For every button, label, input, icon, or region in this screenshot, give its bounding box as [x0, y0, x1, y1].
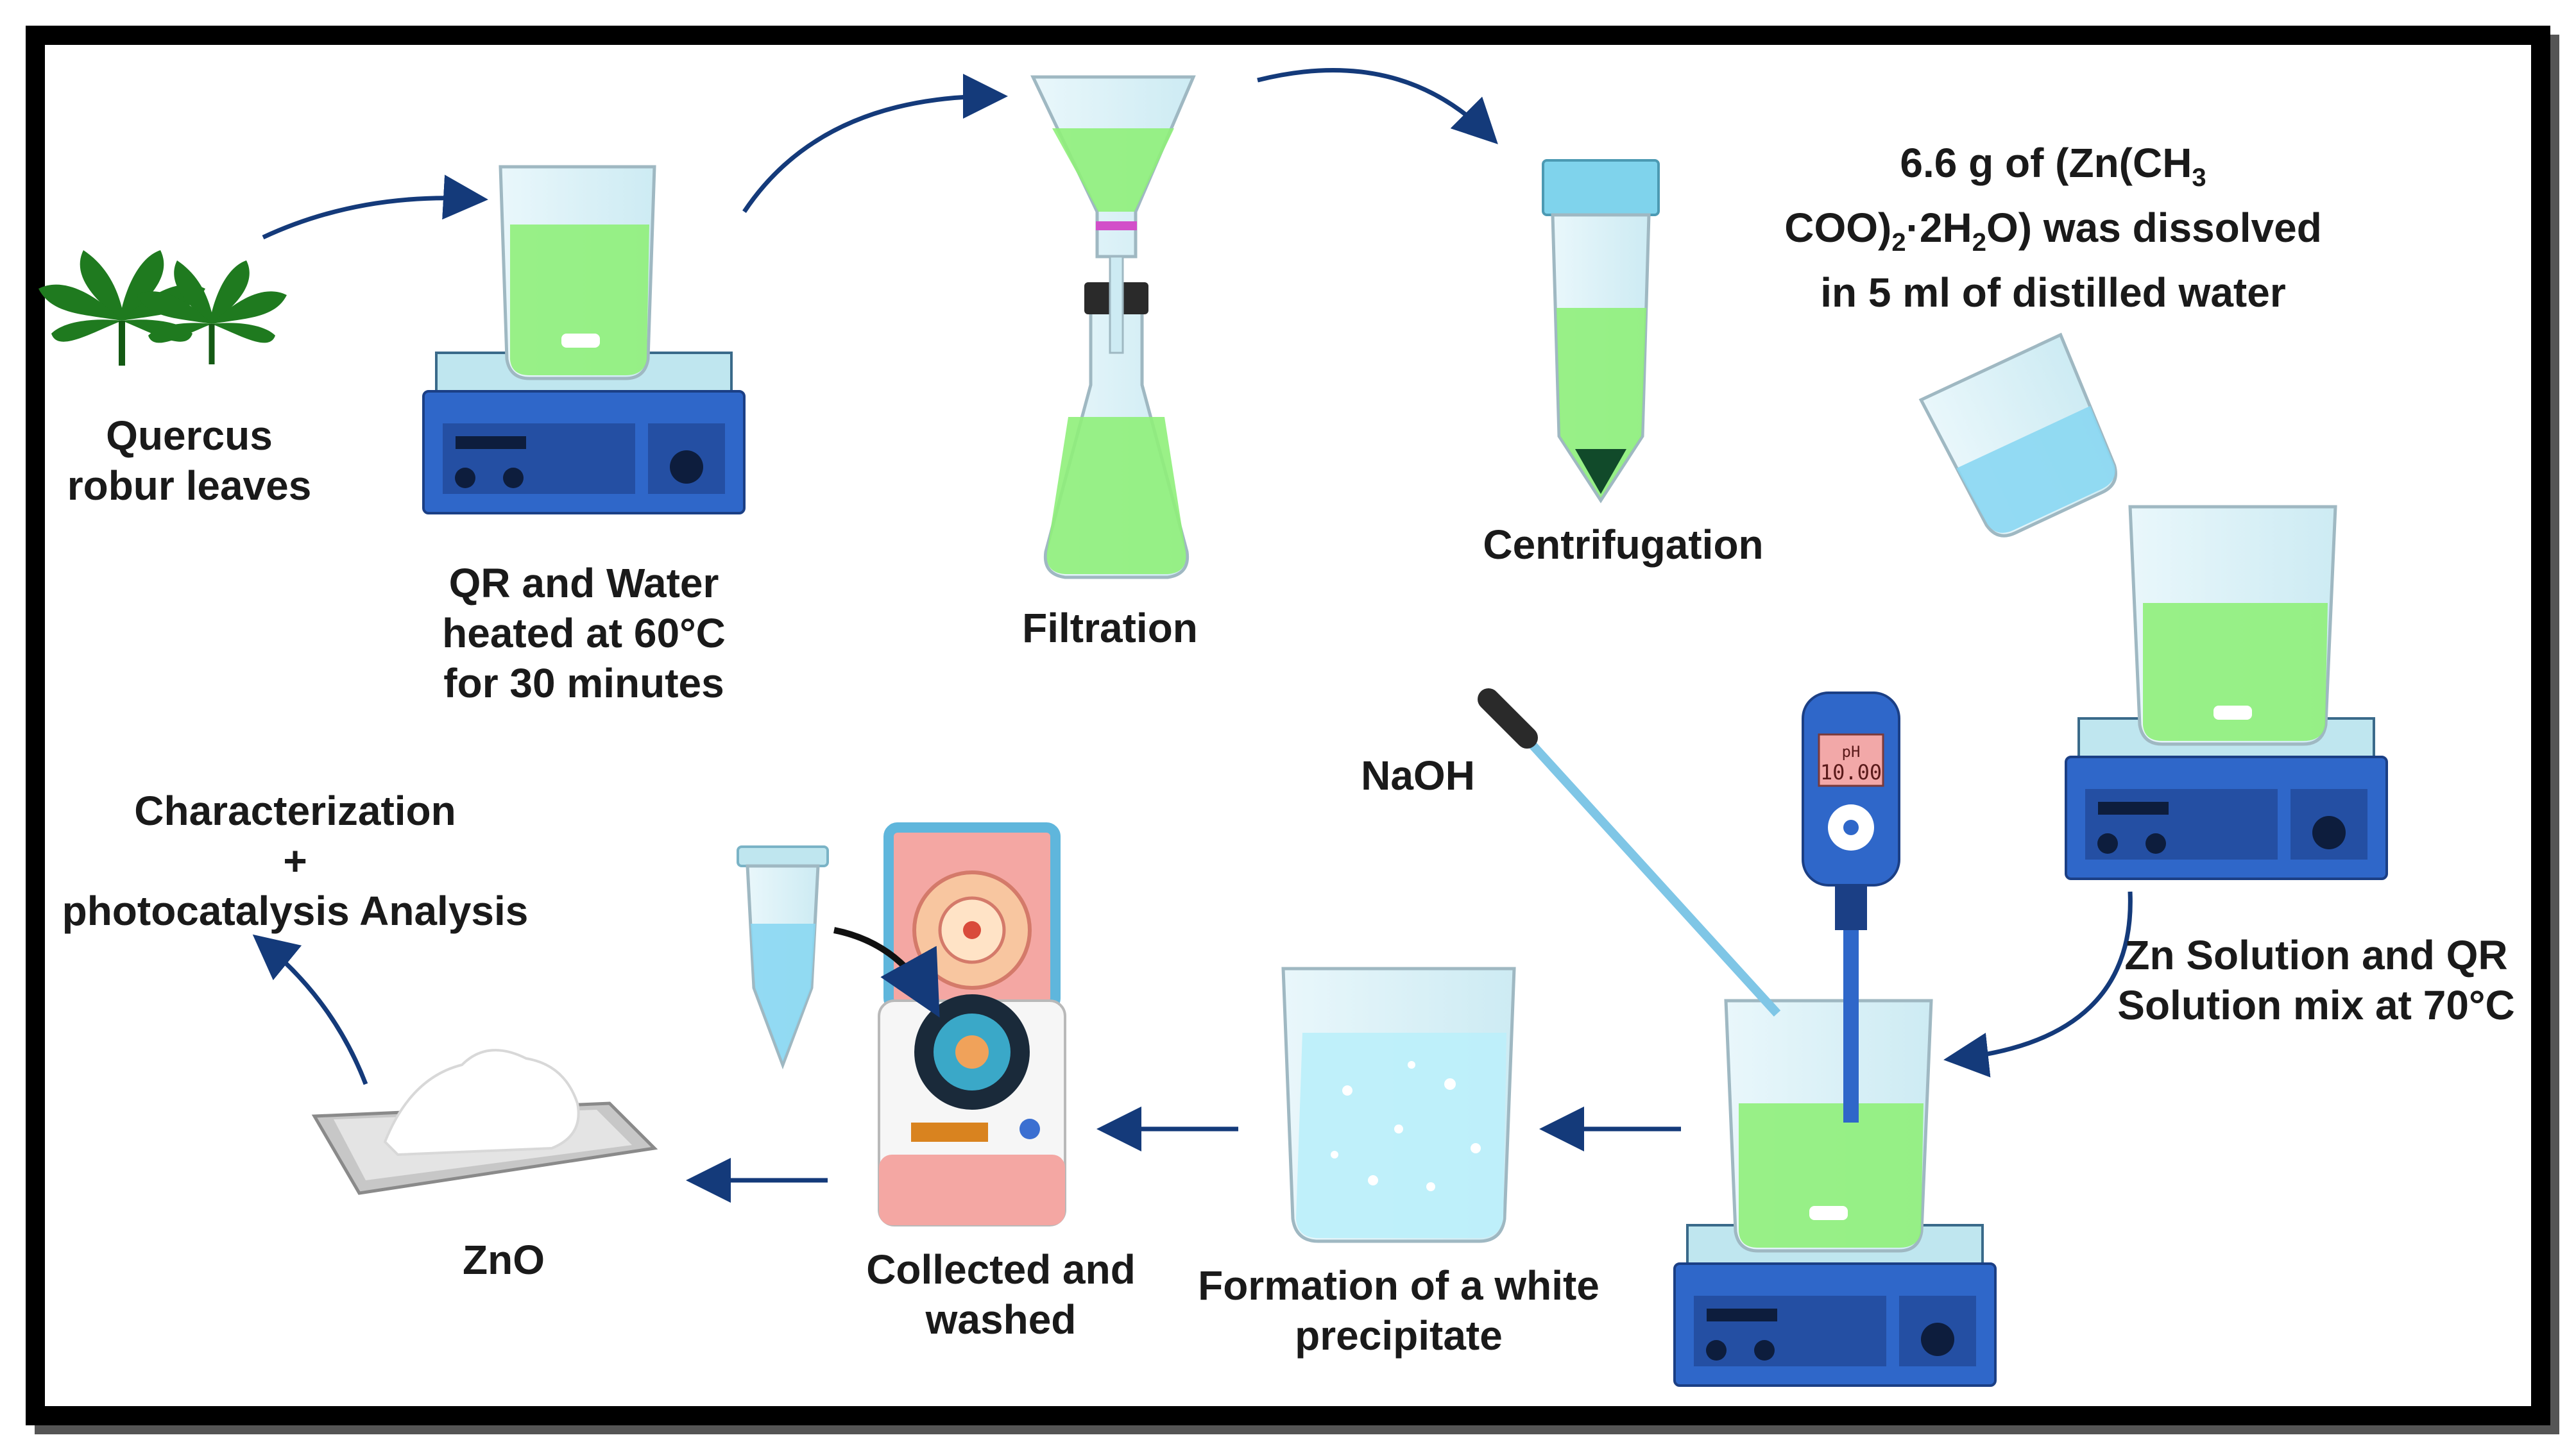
label-line: Quercus [106, 412, 273, 459]
label-line: Collected and [866, 1246, 1136, 1293]
text-part: COO) [1784, 204, 1892, 251]
label-line: heated at 60°C [442, 610, 726, 656]
label-line: for 30 minutes [443, 660, 724, 706]
label-line: + [283, 838, 307, 884]
subscript: 3 [2192, 163, 2206, 192]
hot-plate-beaker-3-icon [1673, 999, 1997, 1387]
label-zno: ZnO [423, 1235, 584, 1285]
label-line: washed [925, 1296, 1077, 1343]
label-zinc-acetate: 6.6 g of (Zn(CH3 COO)2·2H2O) was dissolv… [1732, 138, 2374, 318]
arrow-tube-to-centrifuge [833, 927, 940, 1018]
label-line: QR and Water [448, 560, 719, 606]
label-line: Solution mix at 70°C [2117, 982, 2515, 1028]
label-line: precipitate [1295, 1312, 1503, 1359]
hot-plate-beaker-2-icon [2065, 505, 2388, 880]
label-naoh: NaOH [1335, 751, 1501, 801]
pouring-beaker-icon [1918, 332, 2117, 538]
precipitate-beaker-icon [1281, 967, 1516, 1243]
label-line: COO)2·2H2O) was dissolved [1732, 203, 2374, 267]
label-centrifugation: Centrifugation [1444, 520, 1803, 570]
label-line: NaOH [1361, 752, 1475, 799]
naoh-dropper-icon [1478, 688, 1781, 1017]
text-part: 6.6 g of (Zn(CH [1900, 140, 2192, 186]
arrow-heating-to-filtration [742, 74, 1008, 213]
label-precipitate: Formation of a white precipitate [1168, 1260, 1630, 1361]
text-part: ·2H [1906, 204, 1972, 251]
subscript: 2 [1891, 228, 1906, 257]
arrow-mix-to-naoh-step [1943, 891, 2133, 1078]
label-line: Zn Solution and QR [2124, 932, 2508, 978]
label-line: robur leaves [67, 462, 312, 509]
label-heating: QR and Water heated at 60°C for 30 minut… [391, 558, 776, 708]
label-characterization: Characterization + photocatalysis Analys… [51, 786, 539, 936]
oak-leaves-icon [38, 250, 287, 366]
text-part: O) was dissolved [1986, 204, 2322, 251]
label-quercus-leaves: Quercus robur leaves [38, 411, 340, 511]
ph-value-label: 10.00 [1820, 760, 1882, 785]
arrow-leaves-to-heating [262, 174, 488, 240]
zno-powder-icon [311, 1049, 658, 1195]
label-line: ZnO [463, 1237, 545, 1283]
label-line: Characterization [134, 788, 456, 834]
label-mixing: Zn Solution and QR Solution mix at 70°C [2098, 930, 2534, 1030]
label-line: Formation of a white [1198, 1262, 1599, 1309]
label-line: 6.6 g of (Zn(CH3 [1732, 138, 2374, 203]
hot-plate-beaker-icon [422, 165, 746, 514]
label-line: Centrifugation [1483, 522, 1764, 568]
arrow-zno-to-characterization [252, 934, 368, 1085]
arrow-filtration-to-centrifugation [1257, 67, 1498, 144]
ph-unit-label: pH [1842, 743, 1861, 761]
centrifuge-tube-icon [1542, 159, 1660, 504]
microcentrifuge-tube-icon [737, 845, 829, 1070]
label-filtration: Filtration [975, 603, 1245, 653]
label-collected: Collected and washed [821, 1244, 1181, 1345]
label-line: photocatalysis Analysis [62, 888, 529, 934]
label-line: in 5 ml of distilled water [1820, 269, 2286, 316]
centrifuge-machine-icon [878, 822, 1066, 1226]
filtration-funnel-flask-icon [1030, 75, 1196, 579]
label-line: Filtration [1022, 605, 1198, 651]
subscript: 2 [1972, 228, 1986, 257]
ph-meter-icon [1802, 692, 1900, 1123]
